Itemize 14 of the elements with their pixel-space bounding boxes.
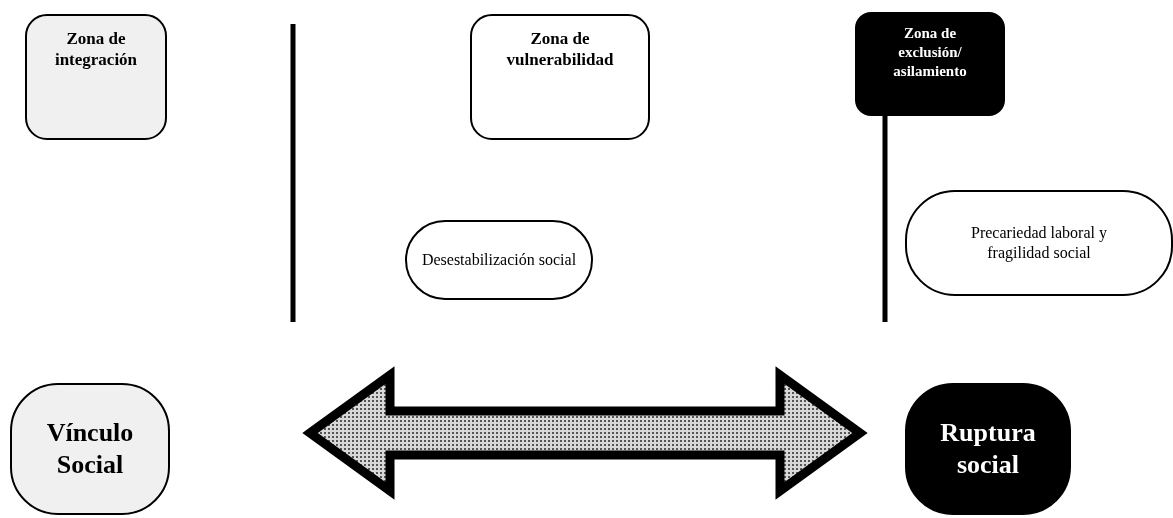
zone-box [855,12,1005,116]
double-arrow [302,366,868,500]
rounded-box [10,383,170,515]
node-label: Zona de integración [53,28,139,71]
zone-box [25,14,167,140]
rounded-box [905,383,1071,515]
node-label: Desestabilización social [421,250,577,270]
node-label: Zona de vulnerabilidad [505,28,615,71]
zone-box [470,14,650,140]
node-label: Zona de exclusión/ asilamiento [892,24,968,81]
node-label: Vínculo Social [45,416,135,481]
pill-box [905,190,1173,296]
node-label: Precariedad laboral y fragilidad social [970,223,1108,263]
node-label: Ruptura social [939,416,1037,481]
